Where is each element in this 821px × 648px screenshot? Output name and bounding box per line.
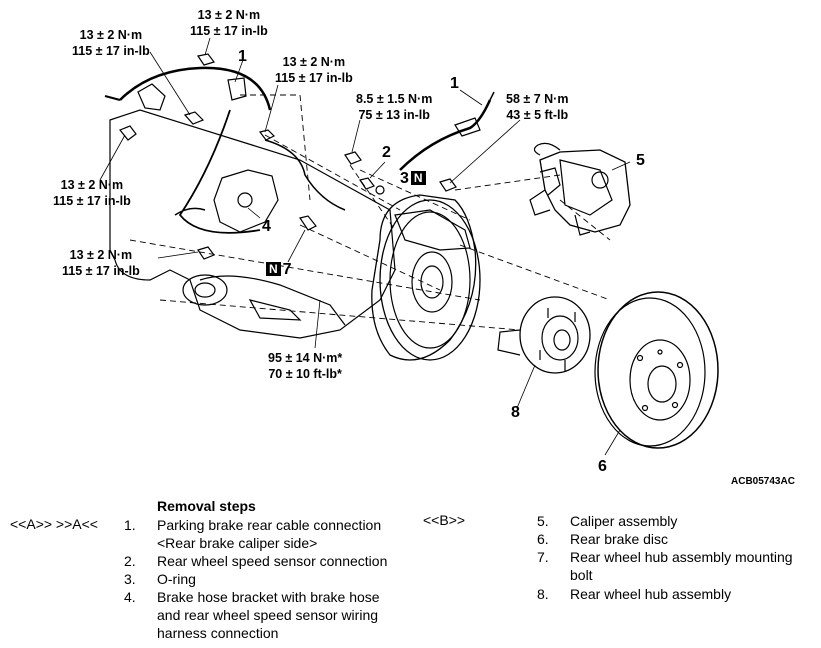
n-replace-badge: N bbox=[266, 262, 281, 276]
callout-1-cable-right: 1 bbox=[450, 75, 459, 92]
torque-value-nm: 13 ± 2 N·m bbox=[79, 28, 143, 42]
step-text: Rear wheel speed sensor connection bbox=[157, 553, 388, 569]
torque-value-imperial: 115 ± 17 in-lb bbox=[72, 44, 150, 58]
brake-disc bbox=[594, 291, 719, 449]
step-text-line: Parking brake rear cable connection bbox=[157, 517, 382, 533]
torque-label-7: 13 ± 2 N·m 115 ± 17 in-lb bbox=[62, 247, 140, 279]
step-3: 3. O-ring bbox=[124, 570, 424, 588]
torque-value-nm: 13 ± 2 N·m bbox=[282, 55, 346, 69]
callout-8: 8 bbox=[511, 404, 520, 421]
caliper-assembly bbox=[529, 142, 631, 236]
backing-plate bbox=[371, 194, 481, 361]
step-number: 6. bbox=[537, 531, 549, 547]
step-number: 7. bbox=[537, 549, 549, 565]
figure-code: ACB05743AC bbox=[731, 476, 795, 487]
step-text: Rear brake disc bbox=[570, 531, 669, 547]
callout-6: 6 bbox=[598, 458, 607, 475]
step-number: 1. bbox=[124, 517, 136, 533]
cable-bracket-left bbox=[137, 83, 166, 111]
step-text: O-ring bbox=[157, 571, 196, 587]
step-text-line: Brake hose bracket with brake hose bbox=[157, 589, 380, 605]
torque-value-imperial: 70 ± 10 ft-lb* bbox=[268, 367, 342, 381]
step-4: 4. Brake hose bracket with brake hose an… bbox=[124, 588, 424, 642]
step-number: 2. bbox=[124, 553, 136, 569]
removal-steps-title: Removal steps bbox=[157, 498, 256, 514]
torque-value-imperial: 115 ± 17 in-lb bbox=[190, 24, 268, 38]
step-text-line: and rear wheel speed sensor wiring bbox=[157, 607, 379, 623]
torque-value-imperial: 115 ± 17 in-lb bbox=[53, 194, 131, 208]
bolts bbox=[119, 53, 457, 260]
parking-brake-cable bbox=[119, 66, 272, 111]
callout-3-number: 3 bbox=[400, 170, 409, 187]
torque-value-imperial: 115 ± 17 in-lb bbox=[62, 264, 140, 278]
callout-5: 5 bbox=[636, 152, 645, 169]
step-text-line: harness connection bbox=[157, 625, 279, 641]
trailing-arm bbox=[109, 109, 396, 339]
reference-a: <<A>> >>A<< bbox=[10, 516, 98, 532]
callout-2: 2 bbox=[382, 144, 391, 161]
step-number: 5. bbox=[537, 513, 549, 529]
torque-label-8: 95 ± 14 N·m* 70 ± 10 ft-lb* bbox=[268, 350, 342, 382]
torque-value-nm: 13 ± 2 N·m bbox=[60, 178, 124, 192]
brake-hose bbox=[178, 109, 261, 234]
torque-value-nm: 13 ± 2 N·m bbox=[197, 8, 261, 22]
torque-label-5: 58 ± 7 N·m 43 ± 5 ft-lb bbox=[506, 91, 568, 123]
parking-brake-cable-right bbox=[399, 99, 492, 171]
step-5: 5. Caliper assembly bbox=[537, 512, 821, 530]
callout-7-number: 7 bbox=[282, 261, 292, 278]
callout-4: 4 bbox=[262, 218, 271, 235]
sensor-harness bbox=[264, 139, 346, 211]
step-text: Rear wheel hub assembly bbox=[570, 586, 732, 602]
step-text: Rear wheel hub assembly mounting bolt bbox=[570, 548, 793, 584]
torque-value-nm: 95 ± 14 N·m* bbox=[268, 351, 343, 365]
torque-value-imperial: 75 ± 13 in-lb bbox=[358, 108, 430, 122]
torque-value-nm: 58 ± 7 N·m bbox=[506, 92, 569, 106]
step-text: Parking brake rear cable connection <Rea… bbox=[157, 516, 381, 552]
step-2: 2. Rear wheel speed sensor connection bbox=[124, 552, 424, 570]
brake-assembly-diagram bbox=[99, 37, 719, 456]
step-number: 4. bbox=[124, 589, 136, 605]
step-6: 6. Rear brake disc bbox=[537, 530, 821, 548]
reference-b: <<B>> bbox=[423, 512, 466, 528]
step-number: 8. bbox=[537, 586, 549, 602]
torque-label-2: 13 ± 2 N·m 115 ± 17 in-lb bbox=[72, 27, 150, 59]
torque-label-3: 13 ± 2 N·m 115 ± 17 in-lb bbox=[275, 54, 353, 86]
step-number: 3. bbox=[124, 571, 136, 587]
torque-value-nm: 8.5 ± 1.5 N·m bbox=[356, 92, 433, 106]
step-text: Brake hose bracket with brake hose and r… bbox=[157, 588, 380, 642]
callout-1-cable: 1 bbox=[238, 48, 247, 65]
step-text: Caliper assembly bbox=[570, 513, 678, 529]
step-1: 1. Parking brake rear cable connection <… bbox=[124, 516, 424, 552]
cable-bracket-top bbox=[227, 77, 247, 101]
step-8: 8. Rear wheel hub assembly bbox=[537, 585, 821, 603]
n-replace-badge: N bbox=[410, 171, 426, 185]
torque-label-6: 13 ± 2 N·m 115 ± 17 in-lb bbox=[53, 177, 131, 209]
torque-label-1: 13 ± 2 N·m 115 ± 17 in-lb bbox=[190, 7, 268, 39]
torque-value-imperial: 115 ± 17 in-lb bbox=[275, 71, 353, 85]
step-text-line: Rear wheel hub assembly mounting bbox=[570, 549, 793, 565]
torque-label-4: 8.5 ± 1.5 N·m 75 ± 13 in-lb bbox=[356, 91, 432, 123]
torque-value-imperial: 43 ± 5 ft-lb bbox=[506, 108, 569, 122]
step-text-line: <Rear brake caliper side> bbox=[157, 535, 318, 551]
hub-assembly bbox=[497, 296, 591, 374]
hose-bracket bbox=[213, 169, 279, 233]
step-7: 7. Rear wheel hub assembly mounting bolt bbox=[537, 548, 821, 584]
torque-value-nm: 13 ± 2 N·m bbox=[69, 248, 133, 262]
step-text-line: bolt bbox=[570, 567, 593, 583]
